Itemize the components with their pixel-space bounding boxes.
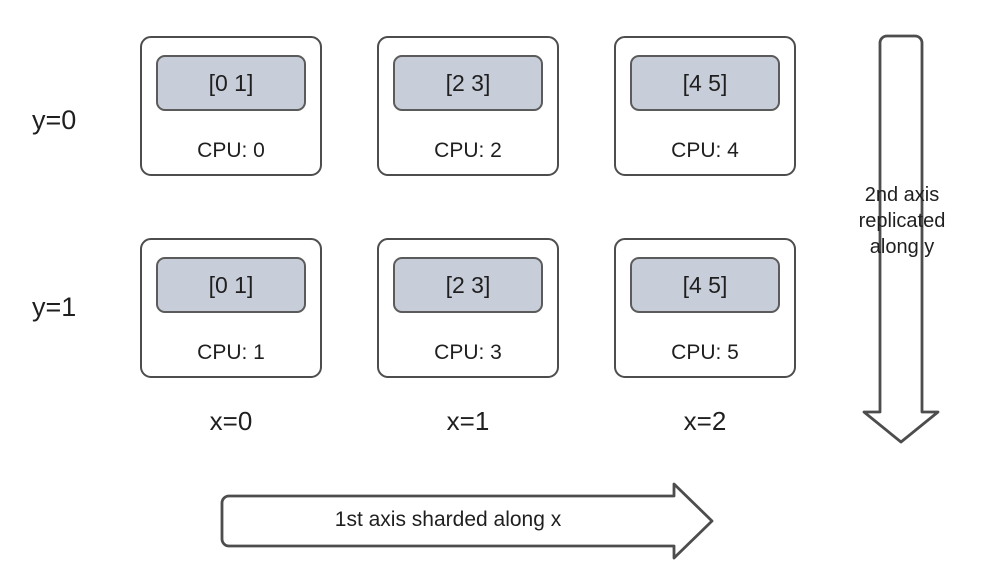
shard-box-cpu-3: [2 3]	[393, 257, 543, 313]
vertical-arrow-label: 2nd axis replicated along y	[840, 182, 964, 260]
row-label-y1: y=1	[32, 292, 77, 322]
cpu-label: CPU: 5	[671, 341, 739, 364]
vertical-arrow-label-line-2: replicated	[858, 210, 946, 232]
vertical-arrow-label-line-1: 2nd axis	[864, 184, 940, 206]
cpu-label: CPU: 3	[434, 341, 502, 364]
device-card-cpu-2[interactable]: [2 3] CPU: 2	[377, 36, 559, 176]
shard-label: [0 1]	[208, 271, 254, 298]
shard-box-cpu-0: [0 1]	[156, 55, 306, 111]
shard-box-cpu-4: [4 5]	[630, 55, 780, 111]
cpu-label: CPU: 2	[434, 139, 502, 162]
col-label-x2: x=2	[683, 406, 727, 436]
device-card-cpu-5[interactable]: [4 5] CPU: 5	[614, 238, 796, 378]
shard-box-cpu-5: [4 5]	[630, 257, 780, 313]
device-card-cpu-1[interactable]: [0 1] CPU: 1	[140, 238, 322, 378]
cpu-label: CPU: 1	[197, 341, 265, 364]
device-card-cpu-0[interactable]: [0 1] CPU: 0	[140, 36, 322, 176]
device-card-cpu-3[interactable]: [2 3] CPU: 3	[377, 238, 559, 378]
shard-box-cpu-1: [0 1]	[156, 257, 306, 313]
col-label-x1: x=1	[446, 406, 490, 436]
shard-box-cpu-2: [2 3]	[393, 55, 543, 111]
device-card-cpu-4[interactable]: [4 5] CPU: 4	[614, 36, 796, 176]
shard-label: [2 3]	[445, 69, 491, 96]
horizontal-arrow-label: 1st axis sharded along x	[334, 508, 562, 531]
cpu-label: CPU: 4	[671, 139, 739, 162]
row-label-y0: y=0	[32, 105, 77, 135]
cpu-label: CPU: 0	[197, 139, 265, 162]
vertical-arrow-label-line-3: along y	[869, 236, 935, 258]
col-label-x0: x=0	[209, 406, 253, 436]
shard-label: [4 5]	[682, 69, 728, 96]
shard-label: [4 5]	[682, 271, 728, 298]
shard-label: [2 3]	[445, 271, 491, 298]
shard-label: [0 1]	[208, 69, 254, 96]
